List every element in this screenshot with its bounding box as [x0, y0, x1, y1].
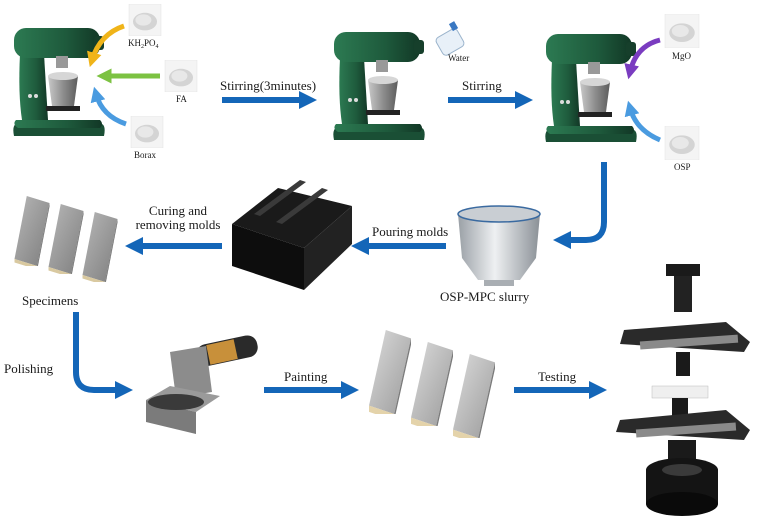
label-painting: Painting: [284, 369, 328, 384]
mixer-icon: [545, 34, 637, 142]
specimen-icon: [411, 342, 453, 426]
label-osp: OSP: [674, 162, 691, 172]
mold-icon: [232, 180, 352, 290]
label-fa: FA: [176, 94, 187, 104]
label-pouring-molds: Pouring molds: [372, 224, 449, 239]
specimen-icon: [369, 330, 411, 414]
water-bottle-icon: [435, 21, 465, 56]
label-stirring-3min: Stirring(3minutes): [220, 78, 317, 93]
ingredient-arrow-lightblue: [624, 100, 662, 143]
powder-icon: [164, 60, 198, 92]
mixer-icon: [333, 32, 425, 140]
label-polishing: Polishing: [4, 361, 54, 376]
specimen-icon: [453, 354, 495, 438]
label-water: Water: [448, 53, 470, 63]
mixer-icon: [13, 28, 105, 136]
ingredient-arrow-purple: [624, 37, 661, 80]
label-testing: Testing: [538, 369, 577, 384]
label-mgo: MgO: [672, 51, 692, 61]
specimen-icon: [14, 196, 50, 266]
flow-arrow: [73, 312, 133, 399]
powder-icon: [664, 126, 700, 160]
ingredient-arrow-yellow: [87, 23, 125, 68]
flow-arrow: [553, 162, 607, 249]
label-specimens: Specimens: [22, 293, 79, 308]
label-borax: Borax: [134, 150, 156, 160]
powder-icon: [128, 4, 162, 36]
label-kh2po4: KH2PO4: [128, 38, 159, 50]
label-stirring: Stirring: [462, 78, 502, 93]
hopper-icon: [457, 205, 541, 286]
specimen-icon: [48, 204, 84, 274]
angle-grinder-icon: [146, 335, 258, 434]
powder-icon: [664, 14, 700, 48]
powder-icon: [130, 116, 164, 148]
ingredient-arrow-lightblue: [90, 86, 127, 127]
testing-machine-icon: [616, 264, 750, 516]
specimen-icon: [82, 212, 118, 282]
label-slurry: OSP-MPC slurry: [440, 289, 530, 304]
